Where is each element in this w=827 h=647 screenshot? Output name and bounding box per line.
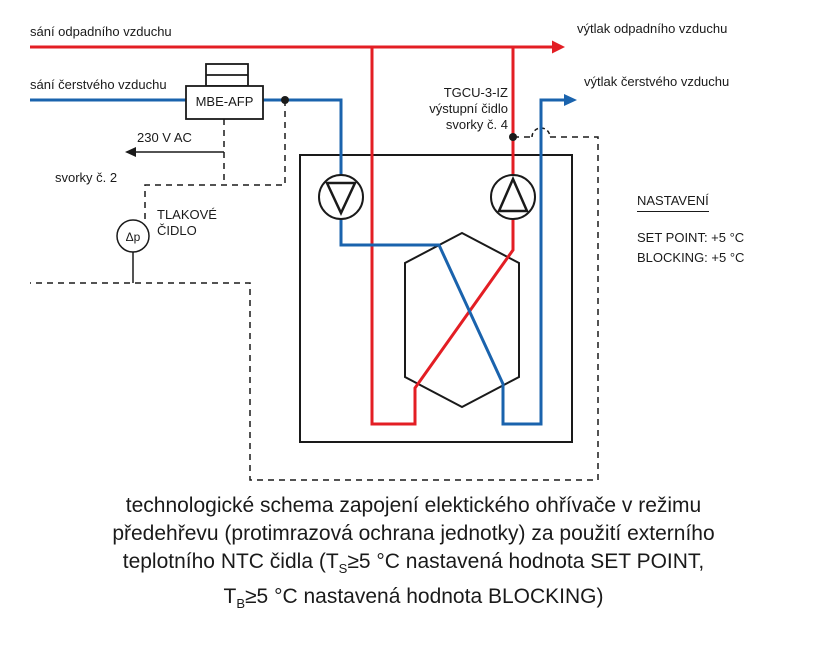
caption: technologické schema zapojení elektickéh… <box>0 492 827 618</box>
pressure-sensor <box>116 219 150 283</box>
preheater-box <box>185 63 264 120</box>
caption-line-2: předehřevu (protimrazová ochrana jednotk… <box>112 522 715 545</box>
label-output-sensor-line1: TGCU-3-IZ <box>443 85 508 100</box>
caption-line-3: teplotního NTC čidla (TS≥5 °C nastavená … <box>0 548 827 583</box>
caption-line-3-mid: ≥5 °C nastavená hodnota SET POINT, <box>347 550 705 573</box>
label-preheater: MBE-AFP <box>195 94 254 109</box>
ntc-sensor-junction-dot <box>509 133 517 141</box>
settings-blocking: BLOCKING: +5 °C <box>637 250 745 265</box>
label-pressure-sensor-name: TLAKOVÉ ČIDLO <box>157 207 217 239</box>
fresh-air-duct <box>30 98 564 426</box>
fresh-duct-junction-dot <box>281 96 289 104</box>
label-pressure-sensor-line2: ČIDLO <box>157 223 197 238</box>
fans <box>318 174 536 220</box>
label-pressure-sensor-symbol: Δp <box>125 230 141 244</box>
caption-line-4-mid: ≥5 °C nastavená hodnota BLOCKING) <box>245 585 604 609</box>
caption-line-3-pre: teplotního NTC čidla (T <box>122 550 339 573</box>
label-terminals-2: svorky č. 2 <box>55 170 118 185</box>
label-output-sensor: TGCU-3-IZ výstupní čidlo svorky č. 4 <box>340 85 508 133</box>
unit-outline <box>299 154 573 443</box>
exhaust-fan-blade-icon <box>497 175 529 213</box>
fresh-duct-path <box>30 98 564 426</box>
settings-set-point: SET POINT: +5 °C <box>637 230 745 245</box>
label-pressure-sensor-line1: TLAKOVÉ <box>157 207 217 222</box>
label-output-sensor-line3: svorky č. 4 <box>445 117 508 132</box>
pressure-sensor-symbol <box>116 219 150 253</box>
junction-dots <box>281 96 517 141</box>
settings-title: NASTAVENÍ <box>637 193 709 212</box>
label-output-sensor-line2: výstupní čidlo <box>429 101 508 116</box>
label-intake-exhaust: sání odpadního vzduchu <box>30 24 172 39</box>
power-supply-arrowhead-icon <box>125 147 136 157</box>
label-power-supply: 230 V AC <box>137 130 192 145</box>
label-intake-fresh: sání čerstvého vzduchu <box>30 77 167 92</box>
fresh-discharge-arrowhead-icon <box>564 94 577 106</box>
label-discharge-fresh: výtlak čerstvého vzduchu <box>584 74 730 89</box>
supply-fan-blade-icon <box>325 181 357 216</box>
caption-line-3-sub: S <box>338 561 348 577</box>
label-discharge-exhaust: výtlak odpadního vzduchu <box>577 21 728 36</box>
caption-line-1: technologické schema zapojení elektickéh… <box>125 494 702 517</box>
caption-line-4-pre: T <box>223 585 237 609</box>
caption-line-4-sub: B <box>236 596 246 612</box>
settings-title-text: NASTAVENÍ <box>637 193 709 212</box>
caption-line-4: TB≥5 °C nastavená hodnota BLOCKING) <box>0 583 827 618</box>
preheater-outline <box>185 85 264 120</box>
exhaust-discharge-arrowhead-icon <box>552 40 565 54</box>
